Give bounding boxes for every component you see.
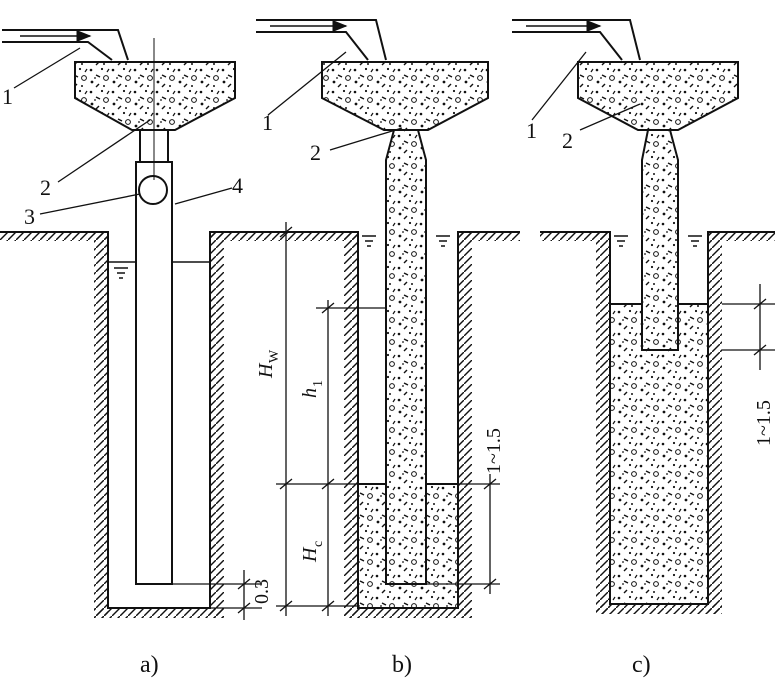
panel-b <box>256 19 520 618</box>
leader-2-b <box>329 127 403 151</box>
labels-c: 1 2 1~1.5 c) <box>526 118 775 678</box>
water-level-c <box>614 235 702 247</box>
labels-b: 1 2 H W h 1 H c 1~1.5 b) <box>255 110 505 678</box>
leader-2-c <box>579 103 641 131</box>
label-1-c: 1 <box>526 118 537 143</box>
hopper-neck-b <box>385 129 427 585</box>
label-4-a: 4 <box>232 173 243 198</box>
chute-c <box>512 19 641 61</box>
concrete-column-c <box>609 303 709 605</box>
hopper-b <box>321 61 489 131</box>
leader-3-a <box>39 193 141 215</box>
caption-c: c) <box>632 652 651 678</box>
hopper-neck-c <box>641 129 679 351</box>
dim-gap-a <box>172 570 262 620</box>
label-2-c: 2 <box>562 128 573 153</box>
hw-main: H <box>255 362 277 379</box>
h1-main: h <box>299 388 321 398</box>
chute-b <box>256 19 387 61</box>
dim-gap-text: 0.3 <box>251 579 273 604</box>
dim-hw-text: H W <box>255 349 282 379</box>
leader-1-c <box>531 51 587 121</box>
leader-2-a <box>57 119 151 183</box>
label-3-a: 3 <box>24 204 35 229</box>
dim-embed-c <box>722 284 775 370</box>
label-1-b: 1 <box>262 110 273 135</box>
tremie-pipe-a <box>135 161 173 585</box>
ground-c <box>540 231 775 614</box>
hopper-a <box>74 61 236 131</box>
hw-sub: W <box>267 349 282 363</box>
dim-h1-text: h 1 <box>299 380 326 398</box>
dim-hc-text: H c <box>299 541 326 563</box>
caption-b: b) <box>392 652 412 678</box>
hopper-neck-a <box>139 130 169 162</box>
water-level-b <box>362 235 450 247</box>
dim-lines-b <box>276 222 500 616</box>
labels-a: 1 2 3 4 0.3 a) <box>2 84 273 678</box>
panel-a <box>0 29 262 620</box>
chute-a <box>2 29 129 61</box>
caption-a: a) <box>140 652 159 678</box>
hc-main: H <box>299 546 321 563</box>
dim-embed-c-text: 1~1.5 <box>753 400 775 446</box>
leader-1-b <box>267 51 347 116</box>
ground-a <box>0 231 262 618</box>
leader-4-a <box>174 187 233 205</box>
panel-c <box>512 19 775 614</box>
label-2-b: 2 <box>310 140 321 165</box>
plug-ball <box>138 175 168 205</box>
label-1-a: 1 <box>2 84 13 109</box>
hc-sub: c <box>311 541 326 547</box>
leader-1-a <box>13 47 81 89</box>
label-2-a: 2 <box>40 175 51 200</box>
h1-sub: 1 <box>311 380 326 387</box>
dim-embed-b-text: 1~1.5 <box>483 428 505 474</box>
